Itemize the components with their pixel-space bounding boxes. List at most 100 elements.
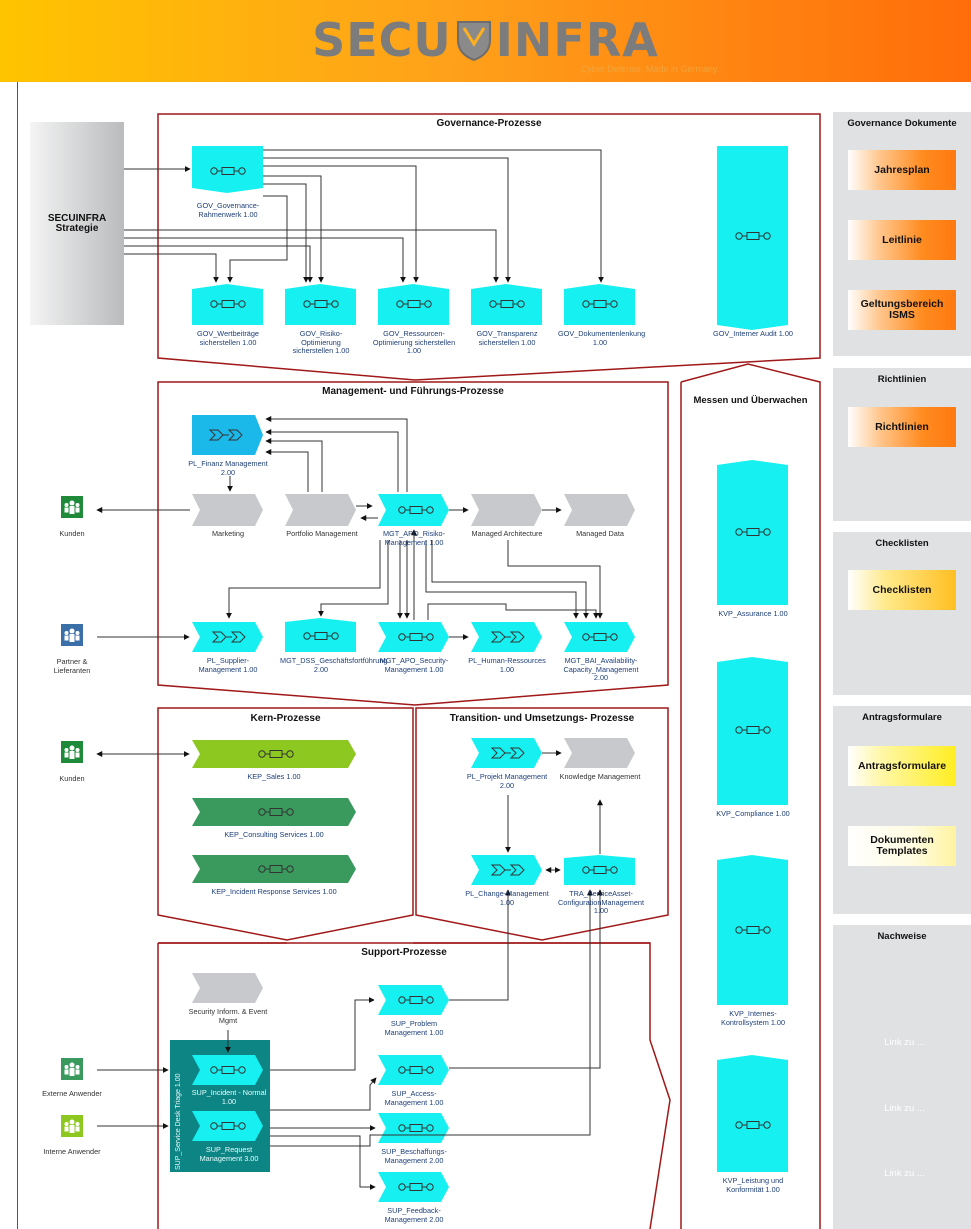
governance-arrows <box>124 149 604 283</box>
sup-service-desk-label: SUP_Service Desk Triage 1.00 <box>175 1073 182 1171</box>
gov-wert-box[interactable] <box>192 284 263 325</box>
people-group-icon <box>61 1115 83 1137</box>
tra-service-box[interactable] <box>564 855 635 885</box>
sup-incident-label: SUP_Incident - Normal 1.00 <box>191 1088 267 1106</box>
kep-sales-box[interactable] <box>192 740 356 768</box>
marketing-box[interactable] <box>192 494 263 526</box>
sup-feedback-label: SUP_Feedback-Management 2.00 <box>384 1206 444 1224</box>
sup-request-box[interactable] <box>192 1111 263 1141</box>
sup-access-box[interactable] <box>378 1055 449 1085</box>
jahresplan-doc[interactable]: Jahresplan <box>848 150 956 190</box>
kvp-compliance-label: KVP_Compliance 1.00 <box>716 809 790 818</box>
sup-incident-box[interactable] <box>192 1055 263 1085</box>
kvp-leistung-box[interactable] <box>717 1055 788 1172</box>
geltungsbereich-doc[interactable]: Geltungsbereich ISMS <box>848 290 956 330</box>
gov-rahmen-label: GOV_Governance-Rahmenwerk 1.00 <box>196 201 260 219</box>
managed-arch-box[interactable] <box>471 494 542 526</box>
nachweis-link-3-label: Link zu ... <box>884 1167 925 1179</box>
messen-section-border <box>680 363 821 1229</box>
pl-human-box[interactable] <box>471 622 542 652</box>
managed-data-label: Managed Data <box>576 529 624 538</box>
security-info-box[interactable] <box>192 973 263 1003</box>
sup-access-label: SUP_Access-Management 1.00 <box>384 1089 444 1107</box>
gov-audit-box[interactable] <box>717 146 788 330</box>
kunden1-label: Kunden <box>59 529 85 538</box>
kep-incident-box[interactable] <box>192 855 356 883</box>
people-group-icon <box>61 624 83 646</box>
people-group-icon <box>61 496 83 518</box>
dokumenten-templates-doc[interactable]: Dokumenten Templates <box>848 826 956 866</box>
mgt-apo-sec-label: MGT_APO_Security-Management 1.00 <box>379 656 449 674</box>
gov-ressourcen-box[interactable] <box>378 284 449 325</box>
kvp-assurance-label: KVP_Assurance 1.00 <box>718 609 788 618</box>
nachweis-link-3[interactable]: Link zu ... <box>856 1153 953 1193</box>
sup-request-label: SUP_Request Management 3.00 <box>199 1145 259 1163</box>
kep-sales-label: KEP_Sales 1.00 <box>247 772 301 781</box>
mgt-bai-box[interactable] <box>564 622 635 652</box>
knowledge-box[interactable] <box>564 738 635 768</box>
kern-title: Kern-Prozesse <box>250 713 321 724</box>
transition-arrows <box>505 750 603 873</box>
nachweis-link-2[interactable]: Link zu ... <box>856 1088 953 1128</box>
tagline: Cyber Defense. Made in Germany. <box>580 64 720 74</box>
knowledge-label: Knowledge Management <box>559 772 641 781</box>
gov-transparenz-box[interactable] <box>471 284 542 325</box>
antragsformulare-doc[interactable]: Antragsformulare <box>848 746 956 786</box>
gov-risiko-box[interactable] <box>285 284 356 325</box>
richtlinien-doc[interactable]: Richtlinien <box>848 407 956 447</box>
pl-human-label: PL_Human-Ressources 1.00 <box>468 656 546 674</box>
leitlinie-doc[interactable]: Leitlinie <box>848 220 956 260</box>
mgt-apo-risiko-box[interactable] <box>378 494 449 526</box>
nachweis-link-1[interactable]: Link zu ... <box>856 1022 953 1062</box>
kep-incident-label: KEP_Incident Response Services 1.00 <box>211 887 337 896</box>
gov-ressourcen-label: GOV_Ressourcen-Optimierung sicherstellen… <box>372 329 456 355</box>
externe-label: Externe Anwender <box>42 1089 102 1098</box>
antragsformulare-panel <box>833 706 971 914</box>
pl-finanz-label: PL_Finanz Management 2.00 <box>188 459 268 477</box>
managed-data-box[interactable] <box>564 494 635 526</box>
pl-supplier-label: PL_Supplier-Management 1.00 <box>198 656 258 674</box>
checklisten-doc[interactable]: Checklisten <box>848 570 956 610</box>
sup-beschaffung-box[interactable] <box>378 1113 449 1143</box>
gov-audit-label: GOV_Interner Audit 1.00 <box>713 329 793 338</box>
kvp-iks-box[interactable] <box>717 855 788 1005</box>
pl-change-box[interactable] <box>471 855 542 885</box>
logo-text-right: INFRA <box>495 13 659 67</box>
interne-label: Interne Anwender <box>43 1147 101 1156</box>
gov-dokumenten-box[interactable] <box>564 284 635 325</box>
pl-finanz-box[interactable] <box>192 415 263 455</box>
mgt-bai-label: MGT_BAI_Availability-Capacity_Management… <box>563 656 639 682</box>
security-info-label: Security Inform. & Event Mgmt <box>188 1007 268 1025</box>
marketing-label: Marketing <box>211 529 245 538</box>
strategy-label: SECUINFRA Strategie <box>47 212 107 234</box>
gov-rahmen-box[interactable] <box>192 146 263 193</box>
shield-logo-icon <box>456 21 491 62</box>
kvp-iks-label: KVP_Internes-Kontrollsystem 1.00 <box>720 1009 786 1027</box>
mgt-dss-box[interactable] <box>285 618 356 652</box>
governance-docs-title: Governance Dokumente <box>847 118 957 129</box>
mgt-apo-risiko-label: MGT_APO_Risiko-Management 1.00 <box>382 529 446 547</box>
people-group-icon <box>61 741 83 763</box>
kep-consulting-box[interactable] <box>192 798 356 826</box>
kvp-leistung-label: KVP_Leistung und Konformität 1.00 <box>722 1176 784 1194</box>
sup-problem-box[interactable] <box>378 985 449 1015</box>
messen-title: Messen und Überwachen <box>693 395 808 406</box>
mgt-apo-sec-box[interactable] <box>378 622 449 652</box>
strategy-label-box: SECUINFRA Strategie <box>30 122 124 325</box>
page-frame-line <box>17 82 18 1229</box>
kvp-compliance-box[interactable] <box>717 657 788 805</box>
management-title: Management- und Führungs-Prozesse <box>322 386 504 397</box>
nachweis-link-2-label: Link zu ... <box>884 1102 925 1114</box>
pl-projekt-box[interactable] <box>471 738 542 768</box>
portfolio-box[interactable] <box>285 494 356 526</box>
gov-dokumenten-label: GOV_Dokumentenlenkung 1.00 <box>558 329 646 347</box>
portfolio-label: Portfolio Management <box>286 529 358 538</box>
pl-supplier-box[interactable] <box>192 622 263 652</box>
antragsformulare-title: Antragsformulare <box>862 712 942 723</box>
gov-risiko-label: GOV_Risiko-Optimierung sicherstellen 1.0… <box>292 329 350 355</box>
sup-feedback-box[interactable] <box>378 1172 449 1202</box>
partner-label: Partner & Lieferanten <box>53 657 91 675</box>
kvp-assurance-box[interactable] <box>717 460 788 605</box>
sup-problem-label: SUP_Problem Management 1.00 <box>384 1019 444 1037</box>
people-group-icon <box>61 1058 83 1080</box>
